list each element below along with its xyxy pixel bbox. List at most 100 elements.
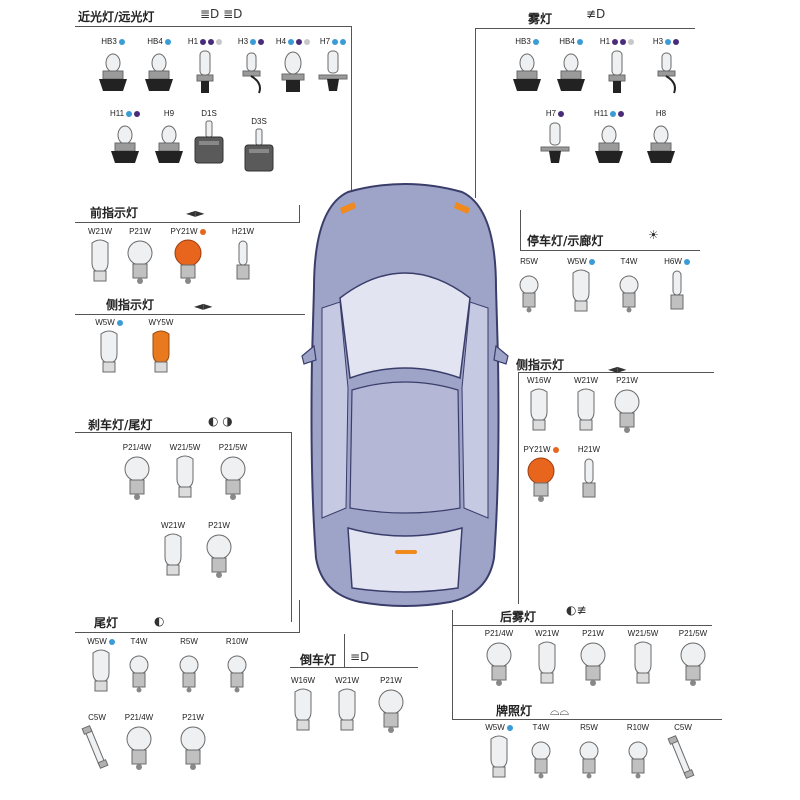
color-dot bbox=[304, 38, 311, 45]
bulb-bayonet-amber-icon bbox=[174, 239, 202, 284]
section-title-fog-light: 雾灯 bbox=[528, 12, 553, 26]
bulb-label: P21W bbox=[582, 629, 604, 638]
bulb-label: D3S bbox=[251, 117, 267, 126]
section-title-tail-light: 尾灯 bbox=[94, 616, 119, 630]
lamp-symbol-icon: ◄► bbox=[194, 299, 213, 313]
bulb-label: H6W bbox=[648, 256, 706, 267]
section-title-number-plate-light: 牌照灯 bbox=[496, 704, 533, 718]
bulb-p21w: P21W bbox=[362, 675, 420, 736]
bulb-w5w: W5W bbox=[552, 256, 610, 317]
bulb-label: P21/4W bbox=[122, 443, 152, 452]
bulb-h7: H7 bbox=[304, 36, 362, 97]
bulb-label: H1 bbox=[588, 36, 646, 47]
section-title-side-indicator-rear: 侧指示灯 bbox=[516, 358, 565, 372]
bulb-wy5w: WY5W bbox=[132, 317, 190, 378]
bulb-label: WY5W bbox=[148, 318, 174, 327]
bulb-halogen-icon bbox=[155, 125, 183, 163]
bulb-bayonet-icon bbox=[378, 689, 404, 733]
bulb-label: T4W bbox=[620, 257, 638, 266]
color-dot bbox=[506, 724, 513, 731]
bulb-wedge-icon bbox=[538, 641, 556, 684]
bulb-t4w: T4W bbox=[512, 722, 570, 783]
bulb-label: HB3 bbox=[84, 36, 142, 47]
section-title-dipped-main-beam: 近光灯/远光灯 bbox=[78, 10, 155, 24]
bulb-label: H21W bbox=[577, 445, 601, 454]
bulb-h1: H1 bbox=[176, 36, 234, 97]
color-dot bbox=[628, 38, 635, 45]
color-dot bbox=[126, 110, 133, 117]
bulb-label: R5W bbox=[180, 637, 198, 646]
bulb-h7: H7 bbox=[526, 108, 584, 169]
lamp-symbol-icon: ◄► bbox=[186, 206, 205, 220]
bulb-label: W21/5W bbox=[627, 629, 659, 638]
bulb-w16w: W16W bbox=[274, 675, 332, 736]
color-dot bbox=[532, 38, 539, 45]
bulb-label: W5W bbox=[80, 317, 138, 328]
bulb-label: H4 bbox=[264, 36, 322, 47]
lamp-symbol-icon: ◐ bbox=[154, 614, 165, 628]
bulb-w215w: W21/5W bbox=[614, 628, 672, 689]
bulb-t4w: T4W bbox=[110, 636, 168, 697]
bulb-h11: H11 bbox=[96, 108, 154, 169]
bulb-w5w: W5W bbox=[72, 636, 130, 697]
bulb-label: W21W bbox=[535, 629, 559, 638]
color-dot bbox=[164, 38, 171, 45]
lamp-symbol-icon: ☀ bbox=[648, 228, 659, 242]
bulb-h7-icon bbox=[540, 122, 570, 163]
car-rear-light bbox=[395, 550, 417, 554]
color-dot bbox=[618, 110, 625, 117]
lamp-symbol-icon: ◐≢ bbox=[566, 603, 587, 617]
bulb-r10w: R10W bbox=[208, 636, 266, 697]
bulb-h6w: H6W bbox=[648, 256, 706, 317]
color-dot bbox=[683, 258, 690, 265]
car-side-window-left bbox=[321, 301, 349, 519]
bulb-bayonet-icon bbox=[206, 534, 232, 578]
bulb-p21w: P21W bbox=[190, 520, 248, 581]
section-title-reversing-light: 倒车灯 bbox=[300, 653, 337, 667]
bulb-tube-icon bbox=[236, 240, 250, 280]
color-dot bbox=[258, 38, 265, 45]
bulb-tube-icon bbox=[670, 270, 684, 310]
bulb-label: R5W bbox=[580, 723, 598, 732]
bulb-label: T4W bbox=[130, 637, 148, 646]
bulb-label: P21/5W bbox=[678, 629, 708, 638]
bulb-h4: H4 bbox=[264, 36, 322, 97]
bulb-halogen-icon bbox=[111, 125, 139, 163]
bulb-label: HB4 bbox=[542, 36, 600, 47]
bulb-d1s: D1S bbox=[180, 108, 238, 169]
bulb-xenon-icon bbox=[194, 120, 224, 164]
car-indicator-right bbox=[454, 202, 470, 214]
bulb-w21w: W21W bbox=[318, 675, 376, 736]
bulb-bayonet-small-icon bbox=[628, 741, 648, 779]
color-dot bbox=[208, 38, 215, 45]
bulb-bayonet-small-icon bbox=[227, 655, 247, 693]
bulb-label: H3 bbox=[637, 36, 695, 47]
bulb-label: H3 bbox=[222, 36, 280, 47]
bulb-hb3: HB3 bbox=[498, 36, 556, 97]
color-dot bbox=[558, 110, 565, 117]
bulb-label: W21W bbox=[161, 521, 185, 530]
bulb-label: R10W bbox=[225, 637, 249, 646]
bulb-label: W16W bbox=[291, 676, 315, 685]
car-roof bbox=[349, 381, 461, 514]
bulb-h4-icon bbox=[281, 51, 305, 92]
bulb-label: HB4 bbox=[130, 36, 188, 47]
bulb-p21w: P21W bbox=[598, 375, 656, 436]
car-mirror-left bbox=[301, 344, 317, 365]
bulb-label: P21/5W bbox=[218, 443, 248, 452]
bulb-label: W16W bbox=[527, 376, 551, 385]
section-title-side-indicator-front: 侧指示灯 bbox=[106, 298, 155, 312]
bulb-label: C5W bbox=[88, 713, 106, 722]
bulb-bayonet-small-icon bbox=[179, 655, 199, 693]
bulb-h8: H8 bbox=[632, 108, 690, 169]
section-title-stop-tail-light: 刹车灯/尾灯 bbox=[88, 418, 153, 432]
bulb-h3: H3 bbox=[222, 36, 280, 97]
bulb-p214w: P21/4W bbox=[108, 442, 166, 503]
bulb-label: H7 bbox=[304, 36, 362, 47]
bulb-label: P21/4W bbox=[484, 629, 514, 638]
bulb-w21w: W21W bbox=[557, 375, 615, 436]
bulb-label: H8 bbox=[655, 109, 667, 118]
bulb-bayonet-small-icon bbox=[519, 275, 539, 313]
bulb-r5w: R5W bbox=[560, 722, 618, 783]
bulb-wedge-icon bbox=[530, 388, 548, 431]
